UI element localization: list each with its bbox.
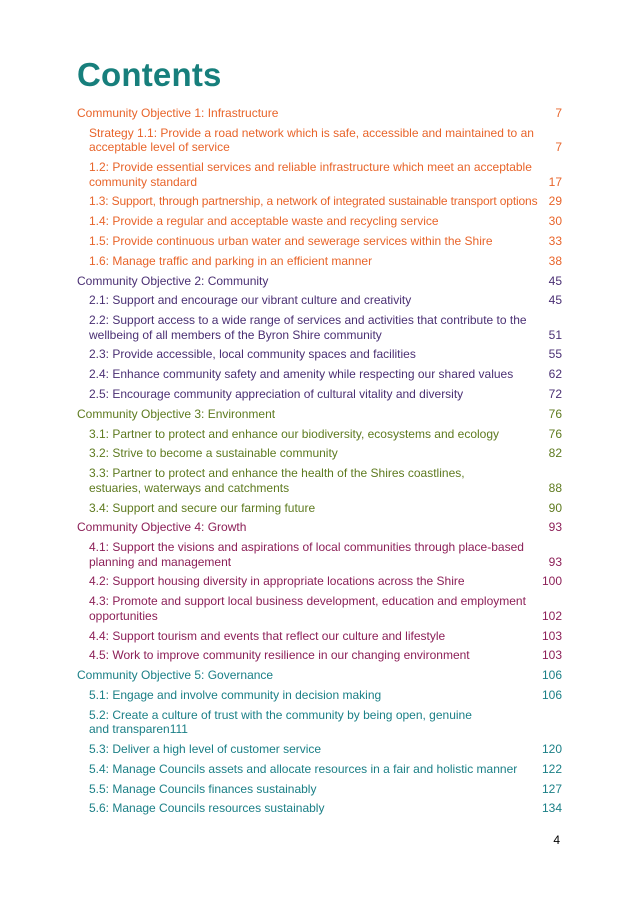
toc-entry-text: 4.2: Support housing diversity in approp…	[89, 574, 465, 589]
toc-objective-governance[interactable]: Community Objective 5: Governance 106	[77, 668, 562, 683]
toc-page-number: 103	[541, 648, 562, 663]
toc-entry-text: 2.5: Encourage community appreciation of…	[89, 387, 464, 402]
toc-strategy-5-3[interactable]: 5.3: Deliver a high level of customer se…	[77, 742, 562, 757]
toc-strategy-5-6[interactable]: 5.6: Manage Councils resources sustainab…	[77, 801, 562, 816]
toc-strategy-1-1[interactable]: Strategy 1.1: Provide a road network whi…	[77, 126, 562, 155]
toc-entry-text: 1.6: Manage traffic and parking in an ef…	[89, 253, 373, 268]
toc-strategy-1-2[interactable]: 1.2: Provide essential services and reli…	[77, 160, 562, 189]
toc-entry-text: 5.4: Manage Councils assets and allocate…	[89, 761, 518, 776]
toc-strategy-4-1[interactable]: 4.1: Support the visions and aspirations…	[77, 540, 562, 569]
toc-page-number: 51	[548, 327, 562, 342]
toc-objective-infrastructure[interactable]: Community Objective 1: Infrastructure 7	[77, 106, 562, 121]
toc-page-number: 55	[548, 347, 562, 362]
page-number: 4	[553, 833, 560, 847]
toc-entry-text: 4.3: Promote and support local business …	[89, 594, 526, 623]
toc-entry-text: 4.4: Support tourism and events that ref…	[89, 628, 446, 643]
toc-entry-text: Strategy 1.1: Provide a road network whi…	[89, 125, 534, 155]
toc-entry-text: Community Objective 5: Governance	[77, 668, 274, 683]
toc-strategy-5-5[interactable]: 5.5: Manage Councils finances sustainabl…	[77, 782, 562, 797]
toc-strategy-4-5[interactable]: 4.5: Work to improve community resilienc…	[77, 648, 562, 663]
toc-page-number: 102	[541, 608, 562, 623]
toc-entry-text: 2.4: Enhance community safety and amenit…	[89, 367, 514, 382]
toc-entry-text: Community Objective 4: Growth	[77, 520, 247, 535]
toc-strategy-3-2[interactable]: 3.2: Strive to become a sustainable comm…	[77, 446, 562, 461]
toc-entry-text: 5.1: Engage and involve community in dec…	[89, 687, 382, 702]
toc-entry-text: 5.5: Manage Councils finances sustainabl…	[89, 781, 317, 796]
toc-page-number: 127	[541, 781, 562, 796]
toc-page-number: 100	[541, 574, 562, 589]
toc-objective-environment[interactable]: Community Objective 3: Environment 76	[77, 407, 562, 422]
toc-strategy-4-4[interactable]: 4.4: Support tourism and events that ref…	[77, 629, 562, 644]
table-of-contents: Community Objective 1: Infrastructure 7 S…	[77, 106, 562, 821]
toc-strategy-1-5[interactable]: 1.5: Provide continuous urban water and …	[77, 234, 562, 249]
toc-strategy-2-2[interactable]: 2.2: Support access to a wide range of s…	[77, 313, 562, 342]
toc-entry-text: 3.3: Partner to protect and enhance the …	[89, 466, 465, 495]
toc-strategy-5-1[interactable]: 5.1: Engage and involve community in dec…	[77, 688, 562, 703]
toc-page-number: 45	[548, 273, 562, 288]
toc-entry-text: 4.1: Support the visions and aspirations…	[89, 540, 524, 569]
toc-entry-text: 1.5: Provide continuous urban water and …	[89, 233, 493, 248]
toc-entry-text: Community Objective 1: Infrastructure	[77, 106, 279, 120]
toc-entry-text: 5.3: Deliver a high level of customer se…	[89, 742, 322, 757]
toc-page-number: 122	[541, 761, 562, 776]
toc-page-number: 106	[541, 687, 562, 702]
toc-entry-text: 2.2: Support access to a wide range of s…	[89, 313, 527, 342]
toc-strategy-5-4[interactable]: 5.4: Manage Councils assets and allocate…	[77, 762, 562, 777]
toc-entry-text: 1.3: Support, through partnership, a net…	[89, 194, 538, 209]
toc-strategy-5-2[interactable]: 5.2: Create a culture of trust with the …	[77, 708, 562, 737]
toc-strategy-3-4[interactable]: 3.4: Support and secure our farming futu…	[77, 501, 562, 516]
toc-objective-community[interactable]: Community Objective 2: Community 45	[77, 274, 562, 289]
toc-page-number: 45	[548, 293, 562, 308]
toc-page-number: 17	[548, 174, 562, 189]
toc-strategy-2-3[interactable]: 2.3: Provide accessible, local community…	[77, 347, 562, 362]
toc-strategy-4-3[interactable]: 4.3: Promote and support local business …	[77, 594, 562, 623]
toc-entry-text: 1.2: Provide essential services and reli…	[89, 160, 532, 189]
toc-strategy-2-1[interactable]: 2.1: Support and encourage our vibrant c…	[77, 293, 562, 308]
toc-page-number: 7	[555, 140, 562, 155]
toc-page-number: 30	[548, 214, 562, 229]
toc-page-number: 90	[548, 500, 562, 515]
toc-entry-text: 4.5: Work to improve community resilienc…	[89, 648, 470, 663]
toc-strategy-3-1[interactable]: 3.1: Partner to protect and enhance our …	[77, 427, 562, 442]
toc-page-number: 106	[541, 668, 562, 683]
toc-page-number: 33	[548, 233, 562, 248]
toc-entry-text: 2.1: Support and encourage our vibrant c…	[89, 293, 412, 308]
toc-page-number: 72	[548, 387, 562, 402]
toc-entry-text: 2.3: Provide accessible, local community…	[89, 347, 416, 362]
toc-page-number: 62	[548, 367, 562, 382]
toc-entry-text: Community Objective 3: Environment	[77, 406, 276, 421]
toc-strategy-2-4[interactable]: 2.4: Enhance community safety and amenit…	[77, 367, 562, 382]
toc-page-number: 38	[548, 253, 562, 268]
toc-page-number: 88	[548, 480, 562, 495]
toc-strategy-2-5[interactable]: 2.5: Encourage community appreciation of…	[77, 387, 562, 402]
toc-page-number: 93	[548, 554, 562, 569]
toc-entry-text: 5.2: Create a culture of trust with the …	[89, 707, 472, 737]
toc-objective-growth[interactable]: Community Objective 4: Growth 93	[77, 520, 562, 535]
toc-strategy-1-4[interactable]: 1.4: Provide a regular and acceptable wa…	[77, 214, 562, 229]
toc-page-number: 29	[548, 194, 562, 209]
toc-entry-text: 3.1: Partner to protect and enhance our …	[89, 426, 500, 441]
toc-page-number: 76	[548, 426, 562, 441]
toc-strategy-1-6[interactable]: 1.6: Manage traffic and parking in an ef…	[77, 254, 562, 269]
toc-entry-text: 3.2: Strive to become a sustainable comm…	[89, 446, 338, 461]
toc-entry-text: Community Objective 2: Community	[77, 273, 269, 288]
page-title: Contents	[77, 56, 222, 93]
toc-page-number: 7	[555, 106, 562, 120]
toc-strategy-3-3[interactable]: 3.3: Partner to protect and enhance the …	[77, 466, 562, 495]
toc-page-number: 93	[548, 520, 562, 535]
toc-page-number: 120	[541, 742, 562, 757]
toc-page-number: 134	[541, 801, 562, 816]
toc-strategy-4-2[interactable]: 4.2: Support housing diversity in approp…	[77, 574, 562, 589]
toc-page-number: 76	[548, 406, 562, 421]
toc-entry-text: 5.6: Manage Councils resources sustainab…	[89, 801, 325, 816]
toc-page-number: 82	[548, 446, 562, 461]
toc-entry-text: 1.4: Provide a regular and acceptable wa…	[89, 214, 439, 229]
toc-page-number: 103	[541, 628, 562, 643]
toc-strategy-1-3[interactable]: 1.3: Support, through partnership, a net…	[77, 194, 562, 209]
toc-entry-text: 3.4: Support and secure our farming futu…	[89, 500, 316, 515]
